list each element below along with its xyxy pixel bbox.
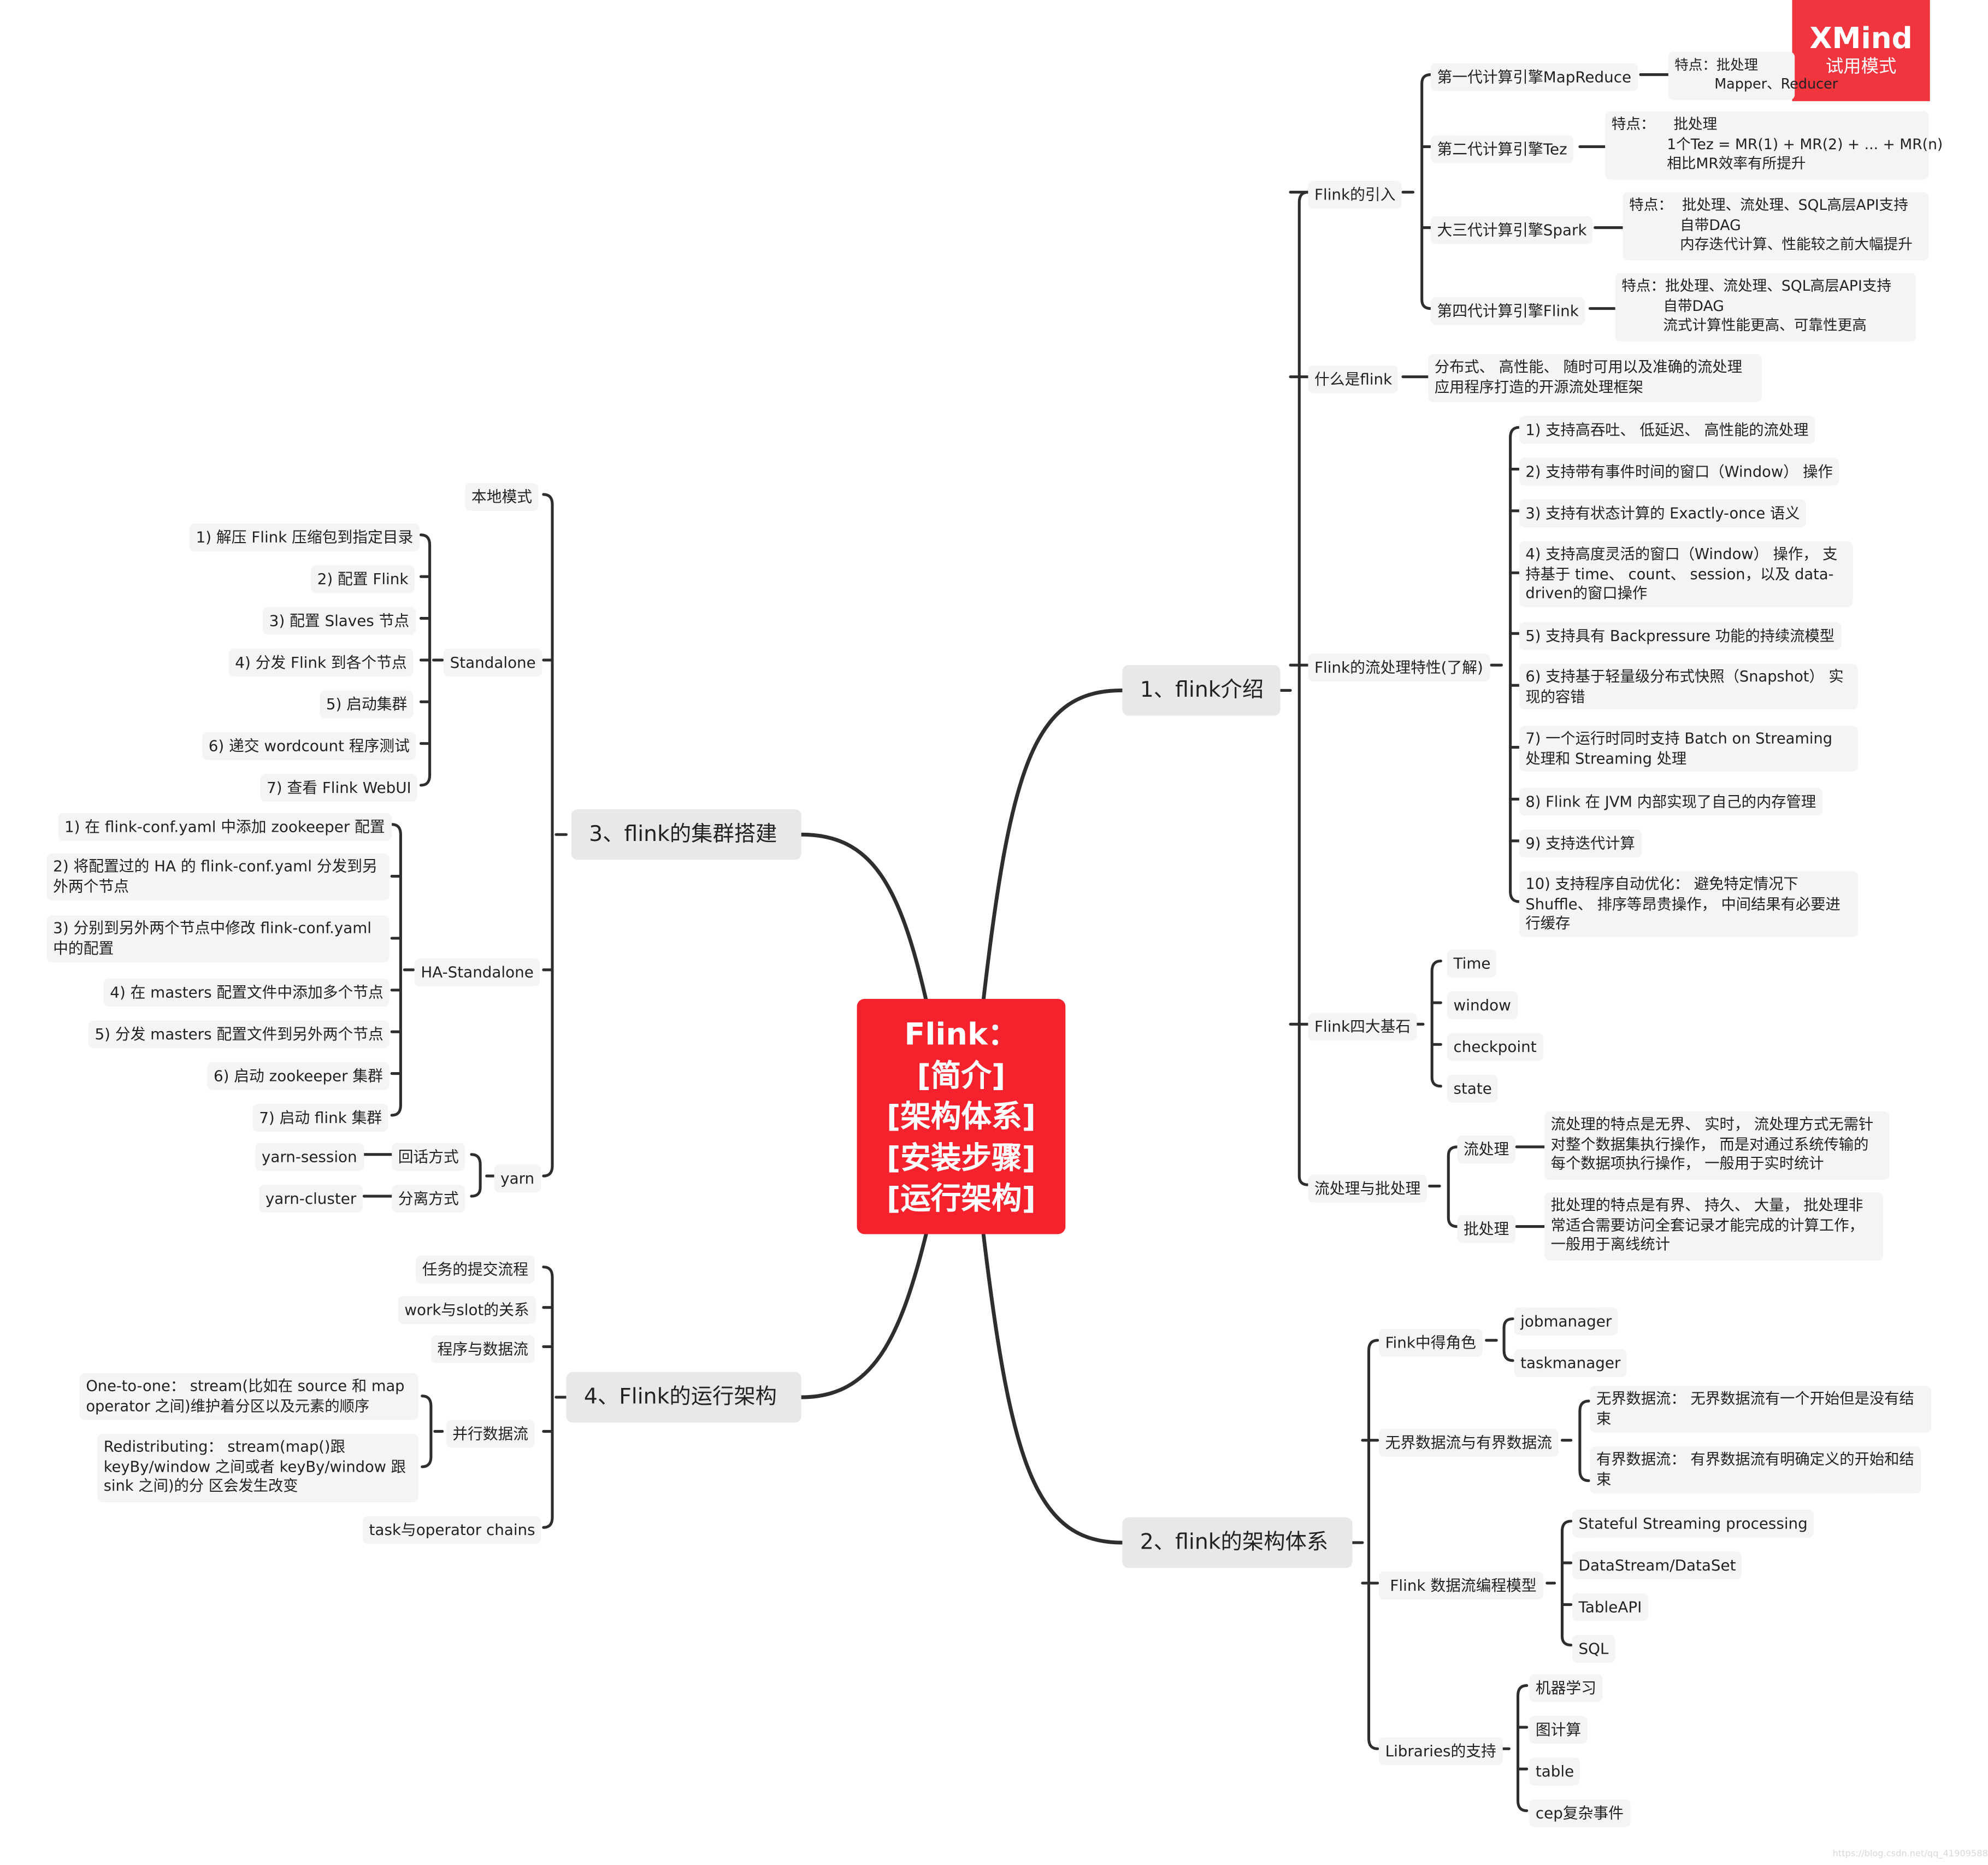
topic-tez[interactable]: 第二代计算引擎Tez [1430, 135, 1574, 163]
trial-mode-label: 试用模式 [1825, 57, 1897, 78]
ha-step[interactable]: 7) 启动 flink 集群 [252, 1104, 388, 1132]
topic-what-is-flink[interactable]: 什么是flink [1308, 365, 1399, 393]
detail-mapreduce[interactable]: 特点：批处理 Mapper、Reducer [1668, 51, 1838, 100]
branch-flink-architecture[interactable]: 2、flink的架构体系 [1122, 1517, 1353, 1568]
topic-spark[interactable]: 大三代计算引擎Spark [1430, 216, 1594, 244]
root-line-1: Flink： [904, 1016, 1018, 1052]
branch-cluster-setup[interactable]: 3、flink的集群搭建 [571, 809, 801, 860]
branch-runtime-architecture[interactable]: 4、Flink的运行架构 [566, 1372, 801, 1423]
topic-flink-intro-origin[interactable]: Flink的引入 [1308, 180, 1402, 209]
standalone-step[interactable]: 4) 分发 Flink 到各个节点 [228, 649, 414, 676]
ha-step[interactable]: 2) 将配置过的 HA 的 flink-conf.yaml 分发到另外两个节点 [46, 853, 390, 901]
topic-session-mode[interactable]: 回话方式 [392, 1143, 465, 1171]
ha-step[interactable]: 5) 分发 masters 配置文件到另外两个节点 [88, 1020, 390, 1049]
topic-four-cornerstones[interactable]: Flink四大基石 [1308, 1013, 1417, 1041]
library-item[interactable]: 图计算 [1529, 1716, 1588, 1744]
runtime-item[interactable]: task与operator chains [362, 1516, 542, 1544]
ha-step[interactable]: 4) 在 masters 配置文件中添加多个节点 [103, 979, 390, 1007]
topic-flink-engine[interactable]: 第四代计算引擎Flink [1430, 297, 1585, 325]
feature-item[interactable]: 3) 支持有状态计算的 Exactly-once 语义 [1519, 499, 1807, 527]
central-topic[interactable]: Flink： [简介] [架构体系] [安装步骤] [运行架构] [857, 999, 1066, 1234]
cornerstone-item[interactable]: window [1447, 991, 1518, 1020]
model-item[interactable]: DataStream/DataSet [1572, 1551, 1743, 1580]
ha-step[interactable]: 1) 在 flink-conf.yaml 中添加 zookeeper 配置 [58, 813, 392, 841]
topic-local-mode[interactable]: 本地模式 [465, 483, 539, 511]
ha-step[interactable]: 3) 分别到另外两个节点中修改 flink-conf.yaml 中的配置 [46, 915, 390, 962]
role-item[interactable]: taskmanager [1514, 1349, 1627, 1377]
feature-item[interactable]: 7) 一个运行时同时支持 Batch on Streaming 处理和 Stre… [1519, 726, 1858, 772]
standalone-step[interactable]: 5) 启动集群 [320, 690, 414, 719]
runtime-item[interactable]: 程序与数据流 [430, 1335, 535, 1363]
standalone-step[interactable]: 1) 解压 Flink 压缩包到指定目录 [190, 523, 420, 551]
detail-what-is-flink[interactable]: 分布式、 高性能、 随时可用以及准确的流处理 应用程序打造的开源流处理框架 [1428, 354, 1762, 402]
cornerstone-item[interactable]: checkpoint [1447, 1033, 1543, 1061]
detail-redistributing[interactable]: Redistributing： stream(map()跟 keyBy/wind… [97, 1434, 418, 1503]
cornerstone-item[interactable]: state [1447, 1074, 1499, 1103]
model-item[interactable]: Stateful Streaming processing [1572, 1509, 1814, 1538]
topic-programming-model[interactable]: Flink 数据流编程模型 [1379, 1572, 1543, 1600]
feature-item[interactable]: 6) 支持基于轻量级分布式快照（Snapshot） 实现的容错 [1519, 663, 1858, 710]
xmind-logo: XMind [1809, 22, 1913, 56]
detail-unbounded[interactable]: 无界数据流： 无界数据流有一个开始但是没有结束 [1590, 1386, 1932, 1433]
feature-item[interactable]: 2) 支持带有事件时间的窗口（Window） 操作 [1519, 457, 1839, 486]
topic-yarn[interactable]: yarn [494, 1164, 541, 1193]
detail-bounded[interactable]: 有界数据流： 有界数据流有明确定义的开始和结束 [1590, 1446, 1921, 1493]
root-line-4: [安装步骤] [886, 1140, 1036, 1175]
topic-bounded-unbounded[interactable]: 无界数据流与有界数据流 [1379, 1428, 1559, 1457]
topic-flink-roles[interactable]: Fink中得角色 [1379, 1329, 1483, 1357]
library-item[interactable]: 机器学习 [1529, 1674, 1603, 1702]
role-item[interactable]: jobmanager [1514, 1307, 1618, 1335]
topic-ha-standalone[interactable]: HA-Standalone [414, 958, 540, 986]
root-line-5: [运行架构] [886, 1181, 1036, 1217]
xmind-trial-badge: XMind 试用模式 [1792, 0, 1930, 102]
standalone-step[interactable]: 6) 递交 wordcount 程序测试 [202, 732, 416, 760]
branch-flink-intro[interactable]: 1、flink介绍 [1122, 665, 1281, 716]
topic-mapreduce[interactable]: 第一代计算引擎MapReduce [1430, 63, 1638, 91]
feature-item[interactable]: 1) 支持高吞吐、 低延迟、 高性能的流处理 [1519, 416, 1815, 444]
standalone-step[interactable]: 3) 配置 Slaves 节点 [263, 607, 416, 635]
runtime-item[interactable]: 任务的提交流程 [416, 1255, 535, 1284]
yarn-session-item[interactable]: yarn-session [255, 1143, 364, 1171]
feature-item[interactable]: 5) 支持具有 Backpressure 功能的持续流模型 [1519, 622, 1841, 650]
feature-item[interactable]: 8) Flink 在 JVM 内部实现了自己的内存管理 [1519, 787, 1822, 816]
library-item[interactable]: cep复杂事件 [1529, 1799, 1630, 1827]
detail-stream[interactable]: 流处理的特点是无界、 实时， 流处理方式无需针对整个数据集执行操作， 而是对通过… [1544, 1111, 1890, 1180]
topic-stream-features[interactable]: Flink的流处理特性(了解) [1308, 654, 1490, 682]
detail-spark[interactable]: 特点： 批处理、流处理、SQL高层API支持 自带DAG 内存迭代计算、性能较之… [1623, 192, 1929, 261]
topic-libraries[interactable]: Libraries的支持 [1379, 1737, 1503, 1766]
model-item[interactable]: TableAPI [1572, 1593, 1648, 1621]
topic-standalone[interactable]: Standalone [444, 649, 542, 676]
topic-stream-vs-batch[interactable]: 流处理与批处理 [1308, 1174, 1427, 1203]
detail-batch[interactable]: 批处理的特点是有界、 持久、 大量， 批处理非常适合需要访问全套记录才能完成的计… [1544, 1192, 1884, 1261]
runtime-item[interactable]: work与slot的关系 [398, 1296, 536, 1324]
root-line-3: [架构体系] [886, 1098, 1036, 1134]
feature-item[interactable]: 4) 支持高度灵活的窗口（Window） 操作， 支持基于 time、 coun… [1519, 541, 1853, 607]
library-item[interactable]: table [1529, 1757, 1580, 1786]
feature-item[interactable]: 9) 支持迭代计算 [1519, 829, 1642, 857]
feature-item[interactable]: 10) 支持程序自动优化： 避免特定情况下 Shuffle、 排序等昂贵操作， … [1519, 871, 1858, 937]
yarn-cluster-item[interactable]: yarn-cluster [259, 1185, 363, 1213]
standalone-step[interactable]: 2) 配置 Flink [311, 565, 415, 593]
detail-flink-engine[interactable]: 特点：批处理、流处理、SQL高层API支持 自带DAG 流式计算性能更高、可靠性… [1615, 273, 1916, 342]
source-url-watermark: https://blog.csdn.net/qq_41909588 [1832, 1849, 1988, 1859]
model-item[interactable]: SQL [1572, 1635, 1615, 1663]
topic-batch[interactable]: 批处理 [1457, 1215, 1515, 1243]
standalone-step[interactable]: 7) 查看 Flink WebUI [260, 774, 418, 802]
topic-detached-mode[interactable]: 分离方式 [392, 1185, 465, 1213]
topic-parallel-dataflow[interactable]: 并行数据流 [446, 1420, 535, 1448]
detail-one-to-one[interactable]: One-to-one： stream(比如在 source 和 map oper… [79, 1373, 418, 1420]
cornerstone-item[interactable]: Time [1447, 949, 1497, 978]
detail-tez[interactable]: 特点： 批处理 1个Tez = MR(1) + MR(2) + ... + MR… [1605, 111, 1943, 180]
topic-stream[interactable]: 流处理 [1457, 1135, 1515, 1163]
ha-step[interactable]: 6) 启动 zookeeper 集群 [207, 1062, 390, 1090]
root-line-2: [简介] [917, 1057, 1006, 1093]
